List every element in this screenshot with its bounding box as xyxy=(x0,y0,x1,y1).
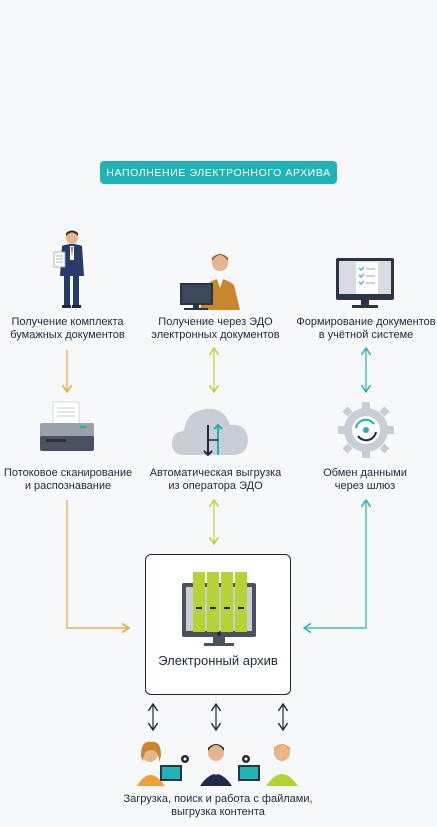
printer-scanner-icon xyxy=(40,401,94,451)
section-title: Наполнение электронного архива xyxy=(106,166,331,179)
arrow-scan-to-archive xyxy=(66,500,129,628)
label-paper-documents: Получение комплекта бумажных документов xyxy=(10,316,125,341)
office-worker-icon xyxy=(180,254,240,310)
businessman-icon xyxy=(53,230,84,308)
cloud-transfer-icon xyxy=(172,408,248,457)
electronic-archive-box: Электронный архив xyxy=(145,554,291,695)
label-scanning: Потоковое сканирование и распознавание xyxy=(3,467,133,492)
gear-sync-icon xyxy=(338,402,394,458)
label-gateway-exchange: Обмен данными через шлюз xyxy=(323,467,407,492)
section-title-badge: Наполнение электронного архива xyxy=(100,161,337,184)
archive-monitor-icon xyxy=(182,572,256,646)
label-user-actions: Загрузка, поиск и работа с файлами, выгр… xyxy=(123,793,313,818)
label-accounting-system: Формирование документов в учётной систем… xyxy=(296,316,436,341)
arrow-gateway-to-archive xyxy=(304,500,366,628)
archive-label: Электронный архив xyxy=(158,653,278,668)
label-edo-receipt: Получение через ЭДО электронных документ… xyxy=(151,316,280,341)
label-edo-export: Автоматическая выгрузка из оператора ЭДО xyxy=(149,467,282,492)
monitor-checklist-icon xyxy=(336,258,394,308)
user-group-icon xyxy=(137,741,298,786)
